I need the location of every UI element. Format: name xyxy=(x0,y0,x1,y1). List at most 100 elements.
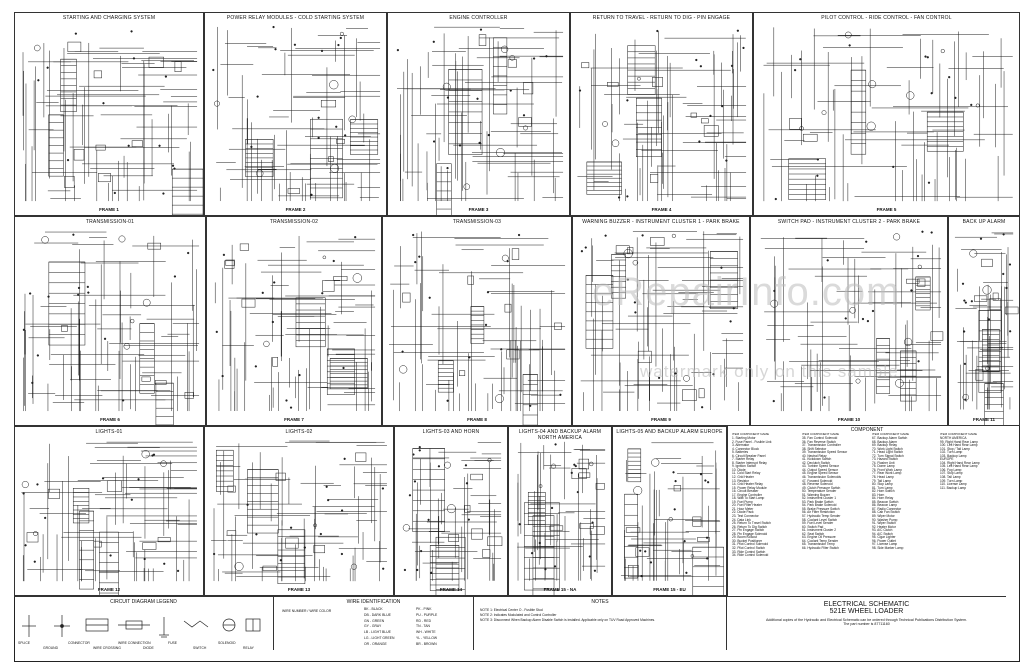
wiring-diagram-f8 xyxy=(389,231,566,425)
component-item: 4. Connector Block xyxy=(732,446,759,451)
component-item: 90. Washer Pump xyxy=(872,517,898,522)
schematic-frame-f5: PILOT CONTROL - RIDE CONTROL - FAN CONTR… xyxy=(753,12,1020,216)
circuit-legend-item: WIRE CROSSING xyxy=(93,646,121,650)
component-item: 77. Rear Work Lamp xyxy=(872,471,902,476)
frame-label-f16: FRAME 15 - EU xyxy=(653,587,686,592)
component-item: 104. Right Hand Rear Lamp xyxy=(940,460,980,465)
component-item: 87. Radio Connector xyxy=(872,506,902,511)
frame-label-f5: FRAME 5 xyxy=(876,207,897,212)
wiring-diagram-f13 xyxy=(211,440,387,584)
wiring-diagram-f4 xyxy=(577,29,747,202)
component-item: 34. Ride Control Solenoid xyxy=(732,553,769,558)
component-item: 30. Bucket Positioner xyxy=(732,538,763,543)
circuit-legend-item: SOLENOID xyxy=(218,641,236,645)
component-item: 68. Backup Alarm xyxy=(872,439,897,444)
frame-label-f9: FRAME 9 xyxy=(651,417,671,422)
component-item: 35. Fan Control Solenoid xyxy=(802,436,838,440)
component-item: 106. Fog Lamp xyxy=(940,467,962,472)
wire-color-item: LB - LIGHT BLUE xyxy=(364,630,391,635)
component-item: 69. Backup Relay xyxy=(872,443,897,448)
wire-color-item: YL - YELLOW xyxy=(416,636,438,640)
component-item: 50. Temperature Sender xyxy=(802,489,837,494)
frame-title-f6: TRANSMISSION-01 xyxy=(85,219,135,225)
circuit-legend-title: CIRCUIT DIAGRAM LEGEND xyxy=(110,599,177,605)
note-item: NOTE 1: Electrical Center O - Fusible St… xyxy=(480,608,543,612)
component-item: 70. Work Light Switch xyxy=(872,446,903,451)
component-item: 98. Side Marker Lamp xyxy=(872,545,904,550)
component-item: 91. Wiper Switch xyxy=(872,521,896,526)
circuit-legend-item: SPLICE xyxy=(18,641,31,645)
component-item: 109. Turn Lamp xyxy=(940,478,963,483)
component-item: 45. Engine Speed Sensor xyxy=(802,471,839,476)
notes-block: NOTES NOTE 1: Electrical Center O - Fusi… xyxy=(474,596,727,650)
component-item: 93. A/C Clutch xyxy=(872,528,893,533)
component-item: 25. Return To Travel Switch xyxy=(732,521,771,526)
wire-color-item: GN - GREEN xyxy=(364,618,385,623)
note-item: NOTE 3: Disconnect When Backup Alarm Dis… xyxy=(480,618,656,622)
component-item: 19. Fuel Pump xyxy=(732,499,753,504)
component-item: 66. Hydraulic Filter Switch xyxy=(802,545,839,550)
component-item: 33. Ride Control Switch xyxy=(732,549,766,554)
frame-title-f7: TRANSMISSION-02 xyxy=(269,219,319,225)
frame-label-f12: FRAME 12 xyxy=(97,587,121,592)
component-item: 110. License Lamp xyxy=(940,482,967,487)
component-item: 2. Fuse Panel - Fusible Link xyxy=(732,439,772,444)
component-col-header-3: ITEM COMPONENT NAME xyxy=(872,432,909,436)
wire-color-item: OR - ORANGE xyxy=(364,641,387,646)
schematic-frame-f9: WARNING BUZZER - INSTRUMENT CLUSTER 1 - … xyxy=(572,216,750,426)
component-item: 56. Air Filter Restriction xyxy=(802,510,835,515)
wire-color-item: RD - RED xyxy=(416,618,432,623)
component-item: 48. Reverse Solenoid xyxy=(802,482,833,487)
component-item: 41. Kickdown Switch xyxy=(802,457,832,462)
component-item: 18. Wait To Start Lamp xyxy=(732,496,765,501)
frame-title-f4: RETURN TO TRAVEL - RETURN TO DIG - PIN E… xyxy=(592,15,731,21)
wire-color-item: LG - LIGHT GREEN xyxy=(364,636,395,640)
component-item: 38. Shift Selector xyxy=(802,446,827,451)
frame-label-f13: FRAME 13 xyxy=(287,587,311,592)
component-item: 51. Warning Buzzer xyxy=(802,492,830,497)
component-item: 31. Pilot Control Solenoid xyxy=(732,542,768,547)
wire-color-item: BK - BLACK xyxy=(364,607,383,611)
component-item: 8. Starter Interrupt Relay xyxy=(732,460,767,465)
component-item: 81. Turn Lamp xyxy=(872,485,893,490)
component-item: 39. Transmission Speed Sensor xyxy=(802,450,848,455)
circuit-legend-item: SWITCH xyxy=(193,646,207,650)
circuit-legend-item: CONNECTOR xyxy=(68,641,90,645)
component-item: 23. Test Connector xyxy=(732,514,759,519)
component-item: 57. Hydraulic Temp Sender xyxy=(802,514,841,519)
component-item: 21. Hour Meter xyxy=(732,506,754,511)
component-item: 76. Front Work Lamp xyxy=(872,467,902,472)
component-item: 52. Instrument Cluster 1 xyxy=(802,496,837,501)
component-item: 103. Backup Lamp xyxy=(940,453,967,458)
wiring-diagram-f9 xyxy=(580,231,744,411)
frame-title-f8: TRANSMISSION-03 xyxy=(452,219,502,225)
component-item: 100. Left Hand Rear Lamp xyxy=(940,443,978,448)
component-item: 58. Coolant Level Switch xyxy=(802,517,838,522)
frame-title-f1: STARTING AND CHARGING SYSTEM xyxy=(62,15,156,21)
wire-identification-title: WIRE IDENTIFICATION xyxy=(346,599,401,605)
component-item: 96. Power Outlet xyxy=(872,538,896,543)
component-list-title: COMPONENT xyxy=(850,427,884,433)
component-item: 7. Starter Relay xyxy=(732,457,755,462)
component-item: 27. Pin Engage Switch xyxy=(732,528,765,533)
component-item: 40. Neutral Relay xyxy=(802,453,827,458)
wire-identification: WIRE IDENTIFICATION WIRE NUMBER / WIRE C… xyxy=(274,596,474,650)
notes-title: NOTES xyxy=(591,599,609,605)
schematic-frame-f4: RETURN TO TRAVEL - RETURN TO DIG - PIN E… xyxy=(570,12,753,216)
frame-label-f3: FRAME 3 xyxy=(468,207,489,212)
component-item: 13. Resistor xyxy=(732,478,750,483)
component-item: 5. Batteries xyxy=(732,450,749,455)
component-item: 71. Head Light Switch xyxy=(872,450,904,455)
component-item: 37. Transmission Controller xyxy=(802,443,841,448)
frame-title-f3: ENGINE CONTROLLER xyxy=(449,15,508,21)
component-item: 78. Head Lamp xyxy=(872,475,894,480)
component-item: 49. Clutch Pressure Switch xyxy=(802,485,841,490)
